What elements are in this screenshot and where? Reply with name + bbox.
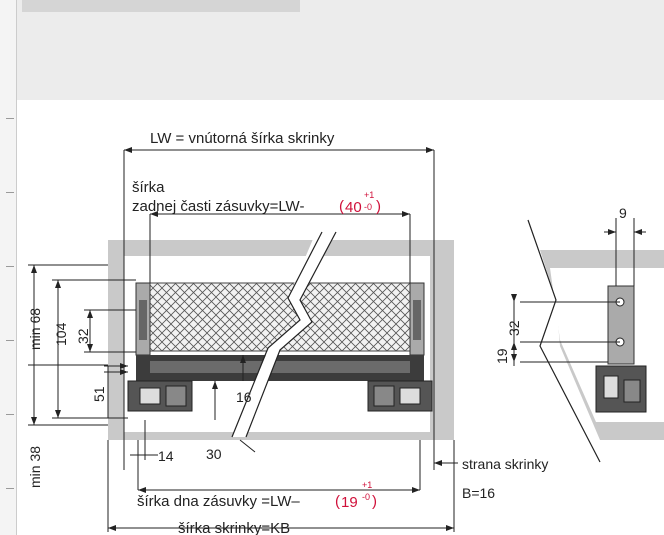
header-tab (22, 0, 300, 12)
right-runner (367, 380, 433, 412)
break-line (231, 231, 323, 438)
cabinet-side-thickness: B=16 (462, 485, 495, 501)
dim-30: 30 (206, 446, 222, 462)
right-side-slot (413, 300, 421, 340)
dim-min68: min 68 (27, 308, 43, 350)
left-ruler-strip (0, 0, 17, 535)
dim-104: 104 (53, 322, 69, 346)
dim-16: 16 (236, 389, 252, 405)
lw-title: LW = vnútorná šírka skrinky (150, 130, 335, 147)
ruler-tick (6, 340, 14, 341)
cabinet-side-label: strana skrinky (462, 456, 548, 472)
drawer-bottom-inner (150, 361, 410, 373)
bottom-width-tol-lower: -0 (362, 492, 370, 502)
front-dimension-lines (28, 149, 458, 532)
back-width-tol-lower: -0 (364, 202, 372, 212)
side-break-line (527, 219, 601, 463)
cabinet-width-label: šírka skrinky=KB (178, 520, 290, 535)
back-width-label-1: šírka (132, 179, 165, 196)
ruler-tick (6, 414, 14, 415)
bottom-width-paren-open: ( (335, 493, 340, 510)
dim-9: 9 (619, 205, 627, 221)
top-band (0, 0, 664, 100)
back-width-paren-open: ( (339, 198, 344, 215)
dim-51: 51 (91, 386, 107, 402)
ruler-tick (6, 192, 14, 193)
back-width-label-2: zadnej časti zásuvky=LW- (132, 198, 304, 215)
back-width-tol-upper: +1 (364, 190, 374, 200)
dim-14: 14 (158, 448, 174, 464)
bottom-width-tol-value: 19 (341, 494, 358, 511)
side-dimension-lines (513, 218, 646, 366)
front-arrowheads (31, 147, 454, 531)
dim-19: 19 (494, 348, 510, 364)
ruler-tick (6, 266, 14, 267)
ruler-tick (6, 118, 14, 119)
side-runner (595, 365, 647, 413)
bottom-width-tol-upper: +1 (362, 480, 372, 490)
ruler-tick (6, 488, 14, 489)
dim-min38: min 38 (27, 446, 43, 488)
left-runner (127, 380, 193, 412)
bottom-width-label: šírka dna zásuvky =LW– (137, 493, 300, 510)
bottom-width-paren-close: ) (372, 493, 377, 510)
back-width-tol-value: 40 (345, 199, 362, 216)
back-width-paren-close: ) (376, 198, 381, 215)
left-side-slot (139, 300, 147, 340)
dim-32-left: 32 (75, 328, 91, 344)
side-arrowheads (511, 229, 642, 362)
break-line (245, 231, 337, 438)
dim-32-right: 32 (506, 320, 522, 336)
